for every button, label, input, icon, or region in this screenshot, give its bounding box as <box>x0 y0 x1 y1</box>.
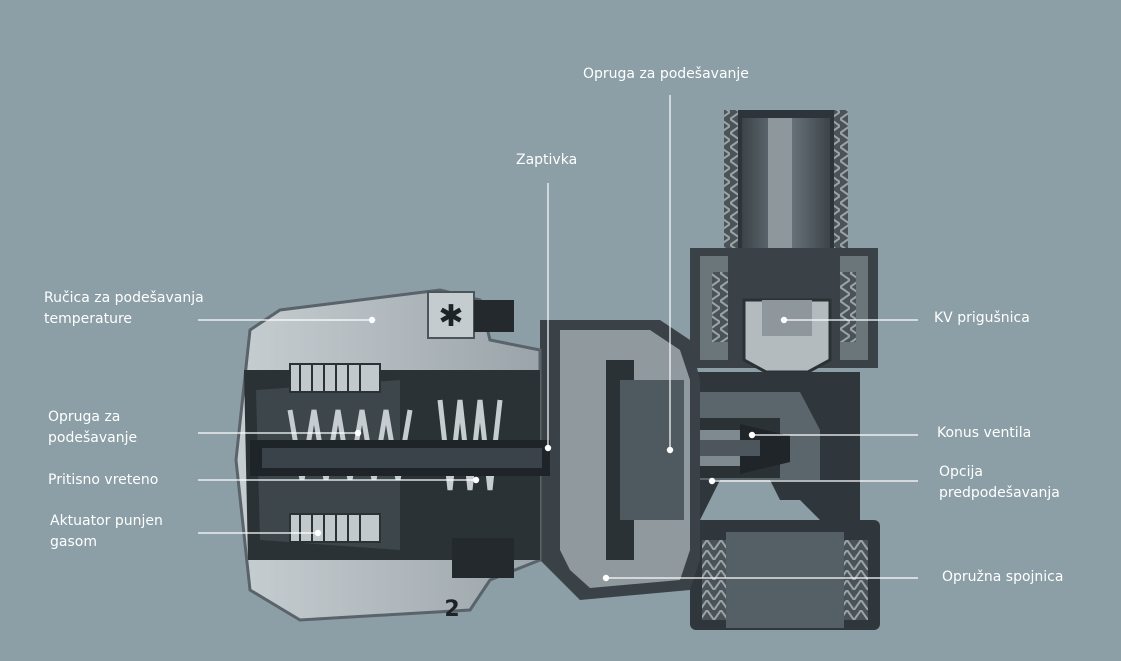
label-kv-restrictor: KV prigušnica <box>934 310 1030 326</box>
label-presetting-option: Opcija predpodešavanja <box>939 464 1060 501</box>
leader-lines <box>198 95 918 582</box>
label-seal: Zaptivka <box>516 152 578 168</box>
spindle-core <box>262 448 542 468</box>
label-gas-actuator: Aktuator punjen gasom <box>50 513 163 550</box>
label-pressure-spindle: Pritisno vreteno <box>48 472 159 488</box>
bonnet <box>540 320 700 600</box>
label-adjusting-spring-left: Opruga za podešavanje <box>48 409 138 446</box>
knob-digit: 2 <box>444 597 459 622</box>
kv-restrictor <box>742 298 832 374</box>
label-adjusting-spring-top: Opruga za podešavanje <box>583 66 749 82</box>
label-spring-coupling: Opružna spojnica <box>942 569 1064 585</box>
gas-actuator <box>289 363 381 543</box>
snowflake-window <box>427 291 475 339</box>
label-temperature-knob: Ručica za podešavanja temperature <box>44 290 204 327</box>
bottom-latch <box>452 538 514 578</box>
label-valve-cone: Konus ventila <box>937 425 1032 441</box>
snowflake-symbol: ✱ <box>438 299 463 334</box>
top-latch <box>474 300 514 332</box>
